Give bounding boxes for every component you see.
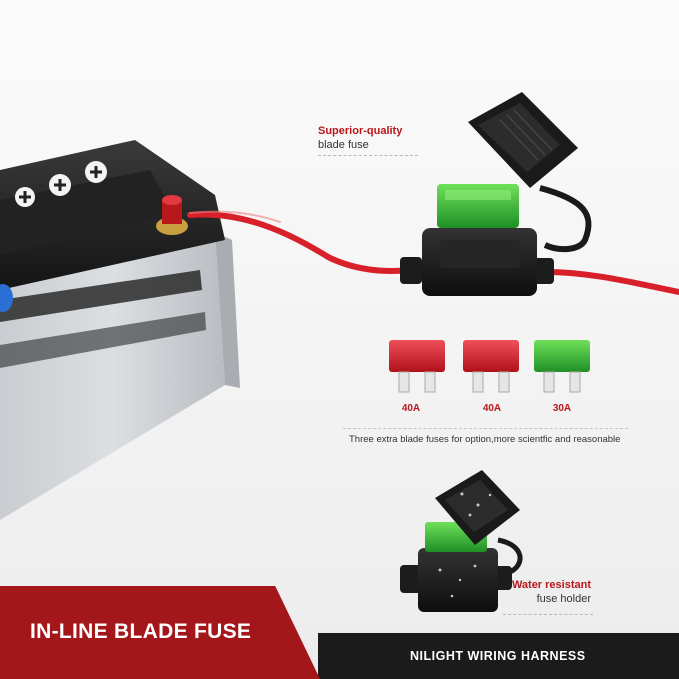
callout-subtitle: blade fuse <box>318 139 369 151</box>
fuse-rating-2: 40A <box>482 403 502 414</box>
main-fuse-holder <box>400 92 592 296</box>
spare-fuse-1 <box>389 340 445 393</box>
divider <box>318 155 418 156</box>
callout-subtitle: fuse holder <box>536 593 591 605</box>
callout-title: Water resistant <box>511 579 591 591</box>
callout-superior-quality: Superior-quality blade fuse <box>318 124 418 156</box>
spare-fuse-2 <box>463 340 519 393</box>
water-resistant-holder <box>400 470 523 612</box>
callout-title: Superior-quality <box>318 125 403 137</box>
red-wire <box>187 210 679 295</box>
spare-fuses-caption: Three extra blade fuses for option,more … <box>349 434 621 445</box>
product-title-banner: IN-LINE BLADE FUSE <box>0 586 320 679</box>
brand-text: NILIGHT WIRING HARNESS <box>410 649 586 663</box>
product-title: IN-LINE BLADE FUSE <box>30 620 252 643</box>
car-battery <box>0 140 240 520</box>
divider <box>503 614 593 615</box>
callout-water-resistant: Water resistant fuse holder <box>503 578 593 615</box>
fuse-rating-1: 40A <box>401 403 421 414</box>
brand-banner: NILIGHT WIRING HARNESS <box>318 633 679 679</box>
spare-fuse-3 <box>534 340 590 393</box>
fuse-rating-3: 30A <box>552 403 572 414</box>
divider <box>343 428 628 429</box>
